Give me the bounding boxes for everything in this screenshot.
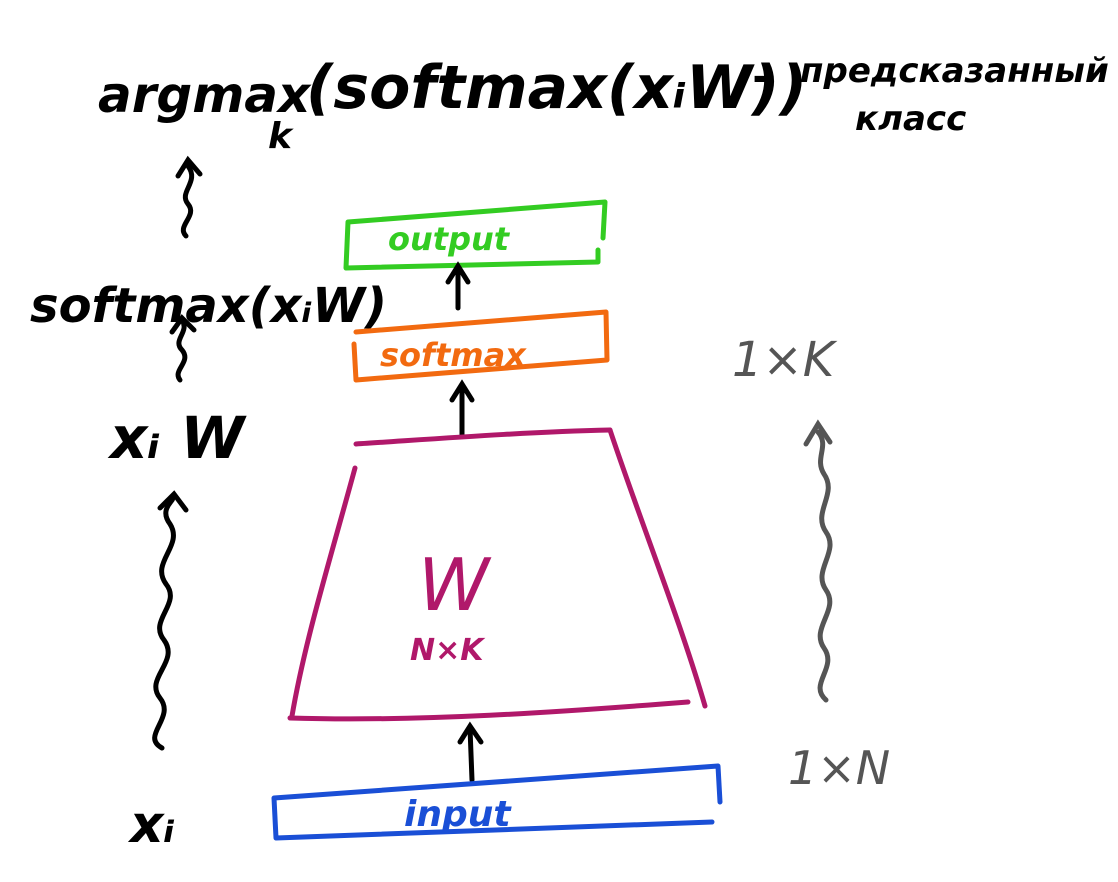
input-shape-label: 1×N — [788, 741, 890, 795]
predicted-class-note-line2: класс — [855, 99, 966, 139]
left-long-wavy-arrow — [152, 490, 189, 751]
softmax-to-output-arrow — [445, 261, 471, 311]
left-upper-wavy-arrow — [175, 155, 203, 239]
input-layer-box: input — [271, 763, 723, 841]
output-shape-label: 1×K — [732, 332, 838, 388]
softmax-expression: softmax(xᵢW) — [30, 278, 387, 334]
argmax-argument: (softmax(xᵢW)) — [306, 53, 807, 123]
argmax-text: argmax — [98, 66, 312, 124]
argmax-subscript: k — [268, 116, 294, 157]
product-expression: xᵢ W — [107, 404, 247, 472]
softmax-layer-box: softmax — [351, 309, 610, 383]
weights-layer-trapezoid — [287, 427, 708, 722]
weights-shape: N×K — [410, 633, 486, 668]
predicted-class-note-line1: предсказанный — [800, 51, 1109, 91]
output-label: output — [388, 220, 511, 258]
input-to-weights-arrow — [457, 721, 484, 783]
weights-to-softmax-arrow — [449, 379, 475, 439]
formula-dash: – — [752, 48, 776, 104]
input-variable: xᵢ — [127, 795, 175, 855]
left-middle-wavy-arrow — [169, 314, 197, 383]
weights-label: W — [418, 543, 492, 627]
input-label: input — [404, 794, 512, 835]
softmax-label: softmax — [380, 336, 527, 374]
right-wavy-arrow — [803, 419, 833, 703]
output-layer-box: output — [343, 199, 608, 271]
argmax-formula: argmax k (softmax(xᵢW)) – предсказанный … — [98, 48, 1109, 157]
